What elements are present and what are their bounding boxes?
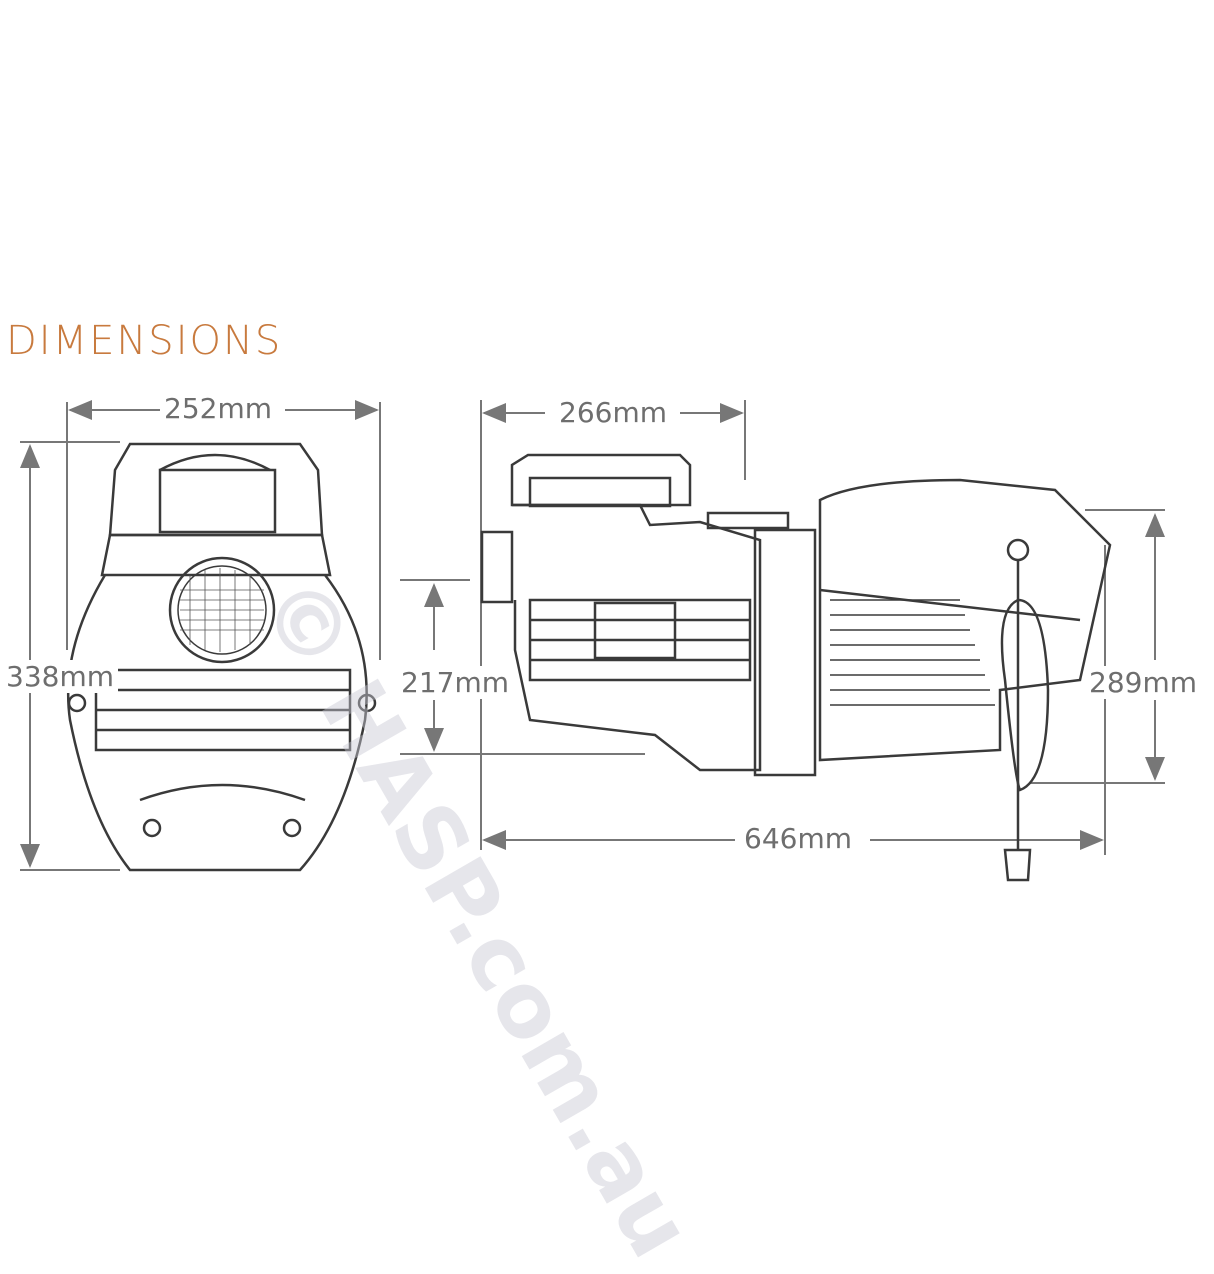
strainer-length-label: 266mm bbox=[555, 396, 671, 429]
inlet-height-label: 217mm bbox=[397, 666, 513, 699]
side-dimension-lines bbox=[400, 400, 1165, 855]
overall-length-label: 646mm bbox=[740, 822, 856, 855]
pump-drawing bbox=[20, 400, 1165, 882]
motor-height-label: 289mm bbox=[1085, 666, 1201, 699]
front-width-label: 252mm bbox=[160, 392, 276, 425]
front-view-pump bbox=[66, 442, 377, 872]
front-height-label: 338mm bbox=[2, 660, 118, 693]
front-dimension-lines bbox=[20, 400, 381, 871]
motor-fins bbox=[830, 599, 995, 706]
side-view-pump bbox=[480, 453, 1112, 882]
strainer-grid bbox=[180, 568, 264, 652]
page-title: DIMENSIONS bbox=[6, 318, 283, 364]
